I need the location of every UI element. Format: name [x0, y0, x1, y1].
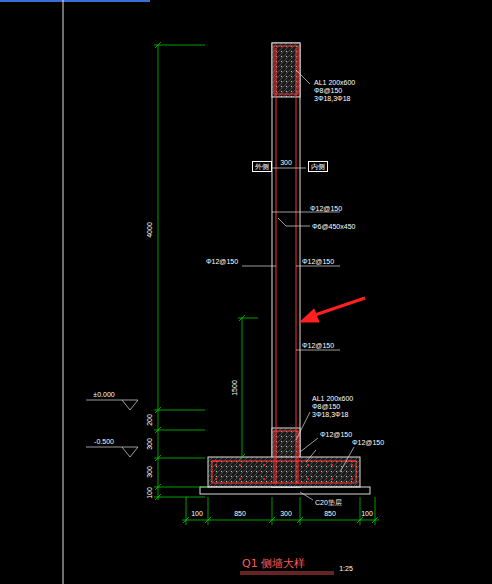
annotation: 850	[324, 510, 336, 517]
tag-text: 内侧	[311, 163, 325, 170]
annotation: Φ6@450x450	[312, 223, 355, 230]
annotation: 850	[234, 510, 246, 517]
annotation: 4000	[146, 222, 153, 238]
tag-text: 外侧	[255, 163, 269, 170]
annotation: 1:25	[339, 565, 353, 572]
annotation: 3Φ18,3Φ18	[312, 411, 348, 418]
annotation: 300	[280, 159, 292, 166]
annotation: 300	[280, 510, 292, 517]
annotation: 1500	[231, 380, 238, 396]
annotation: Φ12@150	[206, 258, 238, 265]
annotation: Φ12@150	[302, 342, 334, 349]
annotation: 100	[361, 510, 373, 517]
side-tag: 外侧	[252, 161, 272, 172]
annotation: 100	[191, 510, 203, 517]
drawing-title: Q1 侧墙大样	[242, 558, 305, 569]
side-tag: 内侧	[308, 161, 328, 172]
annotation: Φ12@150	[320, 431, 352, 438]
annotation: 300	[146, 466, 153, 478]
annotation: 100	[146, 487, 153, 499]
annotation: Φ12@150	[302, 258, 334, 265]
annotation: ±0.000	[93, 391, 114, 398]
annotation: 3Φ18,3Φ18	[314, 95, 350, 102]
annotation: 200	[146, 414, 153, 426]
annotation: Φ8@150	[314, 87, 342, 94]
annotation: Φ12@150	[310, 205, 342, 212]
annotation: AL1 200x600	[314, 79, 355, 86]
annotation: Φ12@150	[352, 439, 384, 446]
annotation: AL1 200x600	[312, 395, 353, 402]
annotation: Φ8@150	[312, 403, 340, 410]
annotation: C20垫层	[315, 499, 342, 506]
annotation: -0.500	[94, 438, 114, 445]
annotation: 300	[146, 438, 153, 450]
